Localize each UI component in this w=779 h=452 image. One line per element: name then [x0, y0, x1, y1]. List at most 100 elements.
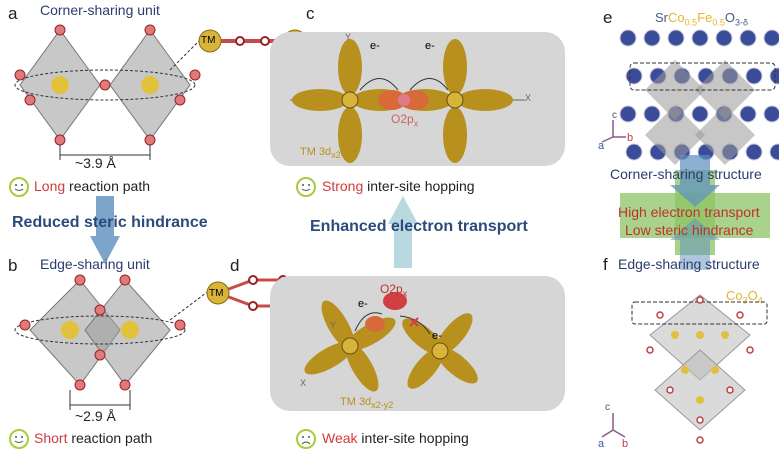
reduced-steric-hindrance-label: Reduced steric hindrance [12, 214, 208, 231]
sr-atom [739, 105, 757, 123]
up-arrow-middle [388, 196, 418, 268]
formula-part: 3 [742, 295, 748, 306]
o2p-label: O2px [380, 282, 407, 298]
axis-a-label: a [598, 438, 605, 450]
sr-atom [769, 143, 779, 161]
formula-part: 4 [757, 295, 763, 306]
sr-atom [739, 29, 757, 47]
corner-sharing-unit-title: Corner-sharing unit [40, 2, 160, 18]
edge-sharing-octahedra [14, 274, 211, 410]
smiley-icon [296, 177, 316, 197]
panel-label-f: f [603, 255, 608, 274]
sr-atom [745, 143, 763, 161]
axis-b-label: b [622, 438, 629, 450]
axis-y-label: Y [330, 320, 337, 330]
sr-atom [763, 105, 779, 123]
sr-atom [643, 29, 661, 47]
sr-atom [643, 105, 661, 123]
tm-3d-label: TM 3dx2-y2 [300, 146, 353, 160]
edge-orbital-diagram [304, 292, 478, 392]
o2p-label: O2px [391, 112, 418, 128]
electron-label: e- [370, 40, 380, 52]
edge-sharing-structure-label: Edge-sharing structure [618, 256, 760, 272]
caption-d: Weak inter-site hopping [322, 430, 469, 446]
formula-f: Co3O4 [726, 288, 763, 306]
panel-label-e: e [603, 8, 613, 27]
tm-3d-sub: x2-y2 [331, 150, 354, 161]
panel-label-a: a [8, 4, 18, 23]
distance-label-a: ~3.9 Å [75, 155, 116, 171]
electron-label: e- [425, 40, 435, 52]
formula-part: 0.5 [684, 17, 698, 28]
axis-c-label: c [605, 402, 610, 413]
axis-b-label: b [627, 132, 634, 144]
caption-b-emph: Short [34, 430, 68, 446]
corner-orbital-diagram [290, 39, 525, 163]
sr-atom [715, 29, 733, 47]
tm-3d-text: TM 3d [300, 146, 332, 158]
tm-atom-label: TM [209, 288, 224, 299]
formula-part: Co [668, 10, 685, 25]
high-electron-transport-label: High electron transport [618, 204, 760, 220]
formula-part: 3-δ [734, 17, 748, 28]
formula-part: O [747, 288, 758, 303]
sr-atom [625, 143, 643, 161]
caption-d-emph: Weak [322, 430, 358, 446]
formula-part: Fe [697, 10, 713, 25]
axis-triad-icon [601, 120, 626, 143]
caption-b: Short reaction path [34, 430, 152, 446]
sr-atom [619, 29, 637, 47]
tm-3d-sub: x2-y2 [371, 400, 394, 411]
panel-label-b: b [8, 256, 18, 275]
o2p-text: O2p [391, 112, 414, 126]
sr-atom [763, 29, 779, 47]
tm-3d-text: TM 3d [340, 396, 372, 408]
sr-atom [745, 67, 763, 85]
corner-sharing-structure-label: Corner-sharing structure [610, 166, 762, 182]
sr-atom [691, 29, 709, 47]
caption-a-rest: reaction path [65, 178, 150, 194]
electron-label: e- [358, 298, 368, 310]
caption-b-rest: reaction path [67, 430, 153, 446]
formula-part: Sr [655, 10, 668, 25]
spinel-structure [631, 294, 768, 444]
caption-c: Strong inter-site hopping [322, 178, 475, 194]
tm-3d-label: TM 3dx2-y2 [340, 396, 393, 410]
corner-sharing-octahedra [14, 24, 201, 160]
down-arrow-left [90, 196, 120, 264]
smiley-icon [9, 177, 29, 197]
edge-sharing-unit-title: Edge-sharing unit [40, 256, 150, 272]
smiley-icon [9, 429, 29, 449]
caption-a-emph: Long [34, 178, 66, 194]
sr-atom [691, 105, 709, 123]
cross-arrows [620, 155, 770, 270]
o2p-sub: x [413, 118, 419, 129]
o2p-text: O2p [380, 282, 403, 296]
low-steric-hindrance-label: Low steric hindrance [625, 222, 754, 238]
axis-x-label: X [525, 93, 532, 103]
formula-part: O [724, 10, 735, 25]
axis-triad-icon [601, 413, 626, 438]
perovskite-structure [619, 29, 779, 165]
axis-c-label: c [612, 110, 617, 121]
formula-part: 0.5 [712, 17, 725, 28]
sr-atom [667, 29, 685, 47]
electron-label: e- [432, 330, 442, 342]
distance-label-b: ~2.9 Å [75, 408, 116, 424]
enhanced-electron-transport-label: Enhanced electron transport [310, 218, 528, 235]
axis-x-label: X [300, 378, 307, 388]
axis-a-label: a [598, 140, 605, 152]
tm-atom-label: TM [201, 35, 216, 46]
sr-atom [619, 105, 637, 123]
caption-c-rest: inter-site hopping [363, 178, 475, 194]
caption-c-emph: Strong [322, 178, 364, 194]
axis-y-label: Y [345, 32, 352, 42]
formula-part: Co [726, 288, 743, 303]
caption-d-rest: inter-site hopping [357, 430, 469, 446]
panel-label-c: c [306, 4, 315, 23]
panel-label-d: d [230, 256, 240, 275]
caption-a: Long reaction path [34, 178, 150, 194]
sad-face-icon [296, 429, 316, 449]
sr-atom [625, 67, 643, 85]
